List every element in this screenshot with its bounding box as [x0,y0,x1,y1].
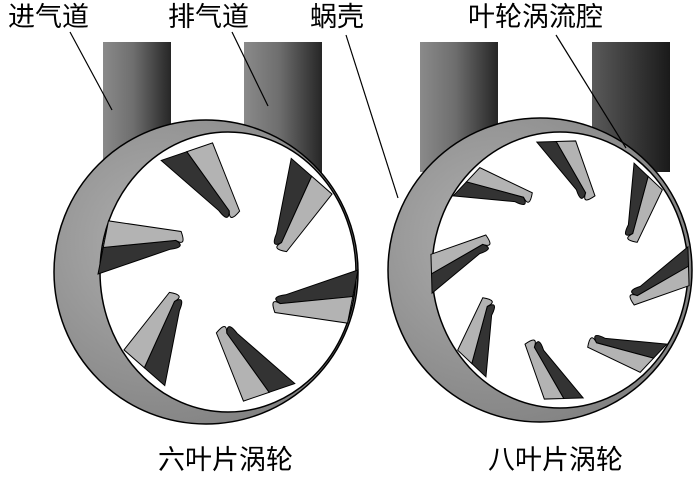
eight-blade-caption: 八叶片涡轮 [488,445,623,476]
blade-light-face [627,175,663,243]
leader-line-inlet [69,31,113,111]
blade-light-face [102,220,184,249]
vortex-cavity-label: 叶轮涡流腔 [468,2,603,33]
blade-light-face [272,295,354,324]
six-blade-turbine [53,42,359,425]
blade-light-face [215,326,270,402]
six-blade-caption: 六叶片涡轮 [158,445,293,476]
inlet-label: 进气道 [8,2,89,33]
blade-light-face [123,291,180,369]
leader-line-volute [345,34,399,199]
blade-light-face [587,337,655,373]
volute-label: 蜗壳 [310,2,364,33]
leader-line-outlet [231,31,269,107]
outlet-label: 排气道 [168,2,249,33]
eight-blade-turbine [387,42,693,423]
impeller-blades-eight [430,140,690,400]
blade-light-face [555,140,596,201]
blade-light-face [430,234,491,275]
volute-inner-opening-right [431,131,689,409]
blade-light-face [524,339,565,400]
leader-line-vortex-cavity [555,34,627,149]
volute-inner-opening [99,131,357,413]
blade-light-face [629,265,690,306]
impeller-blades-six [97,142,359,402]
blade-light-face [465,167,533,203]
blade-light-face [276,175,333,253]
blade-light-face [186,142,241,218]
blade-light-face [457,297,493,365]
